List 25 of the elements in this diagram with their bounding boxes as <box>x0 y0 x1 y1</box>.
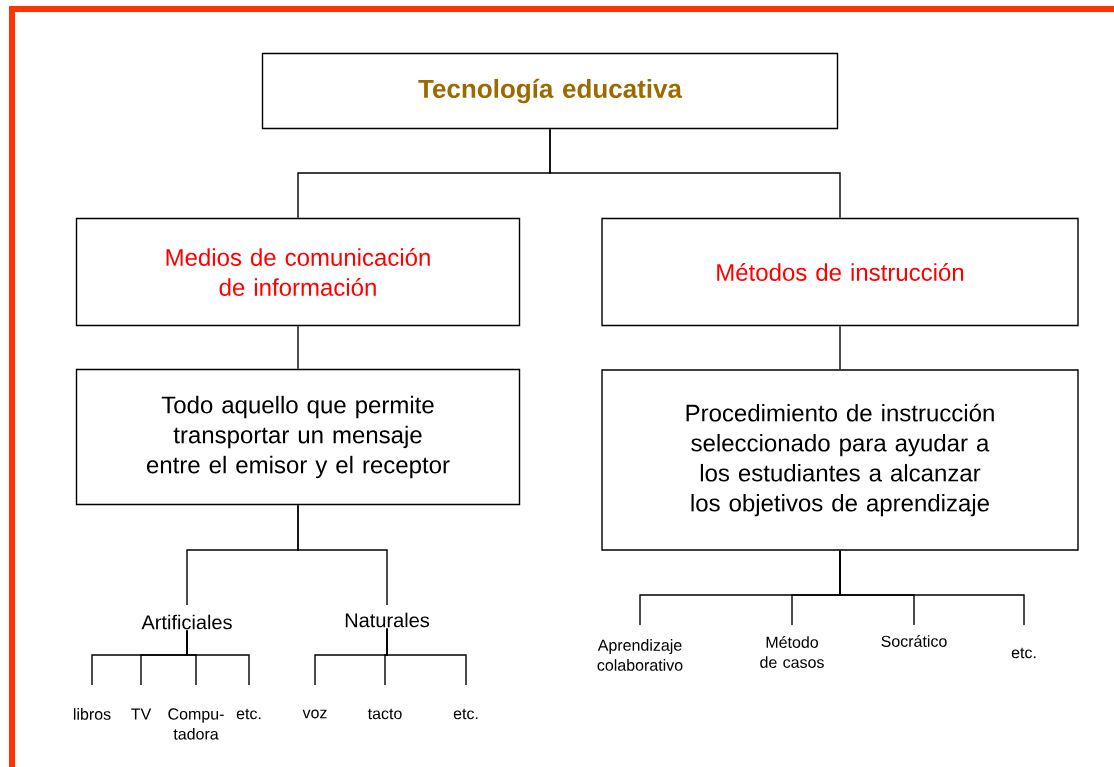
leaf-label: Aprendizaje colaborativo <box>597 639 683 671</box>
leaf-label: Socrático <box>881 635 947 647</box>
connector-line <box>549 128 841 219</box>
branch-label: Artificiales <box>141 614 232 630</box>
title-box: Tecnología educativa <box>261 52 839 130</box>
leaf-label: Compu-tadora <box>168 708 224 740</box>
connector-line <box>839 550 1025 626</box>
description-box: Procedimiento de instrucción seleccionado para ayudar a los estudiantes a alcanzar los objetivos de aprendizaje <box>601 369 1079 551</box>
leaf-label: tacto <box>367 708 402 720</box>
connector-line <box>297 504 388 606</box>
leaf-label: Método de casos <box>760 636 824 668</box>
leaf-label: etc. <box>453 708 478 720</box>
connector-line <box>297 325 299 370</box>
connector-line <box>186 629 250 686</box>
leaf-label: libros <box>73 708 111 720</box>
connector-line <box>386 627 467 686</box>
leaf-label: voz <box>302 709 327 719</box>
leaf-label: etc. <box>236 708 261 720</box>
leaf-label: TV <box>131 708 152 720</box>
category-box: Medios de comunicación de información <box>75 217 521 327</box>
leaf-label: etc. <box>1011 647 1036 659</box>
description-box: Todo aquello que permite transportar un mensaje entre el emisor y el receptor <box>75 368 521 506</box>
connector-line <box>839 325 841 370</box>
branch-label: Naturales <box>345 612 430 628</box>
category-box: Métodos de instrucción <box>601 217 1079 327</box>
